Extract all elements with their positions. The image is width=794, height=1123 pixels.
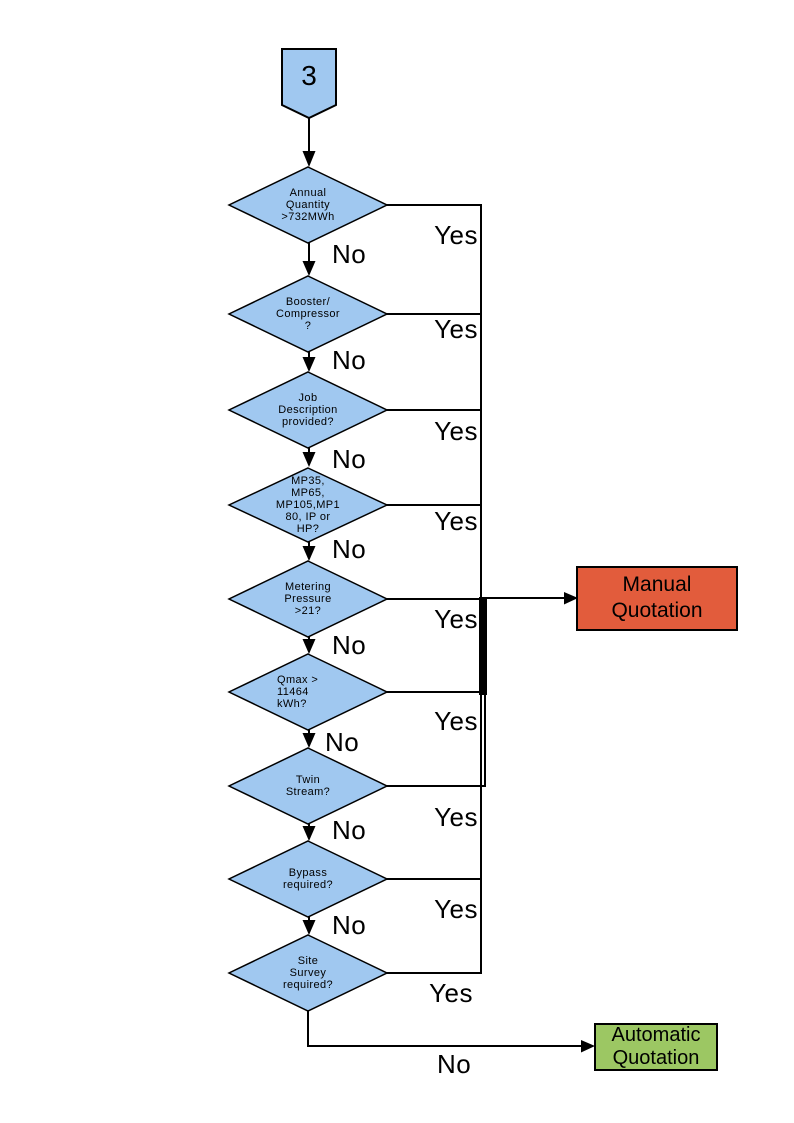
yes-label-2: Yes [434,314,478,344]
decision-label-annual-quantity: Annual Quantity >732MWh [281,187,335,223]
yes-label-5: Yes [434,604,478,634]
arrowhead-no-3 [302,452,316,467]
arrowhead-no-6 [302,733,316,748]
no-label-2: No [332,345,367,375]
arrowhead-no-2 [302,357,316,372]
yes-label-1: Yes [434,220,478,250]
no-label-7: No [332,815,367,845]
arrowhead-no-4 [302,546,316,561]
no-label-final: No [437,1049,472,1079]
manual-quotation-label: Manual Quotation [611,573,703,622]
arrowhead-to-automatic [581,1040,595,1053]
yes-label-4: Yes [434,506,478,536]
decision-label-booster-compressor: Booster/ Compressor ? [276,296,340,332]
no-label-6: No [325,727,360,757]
decision-label-meter-type: MP35, MP65, MP105,MP1 80, IP or HP? [275,475,341,535]
decision-label-job-description: Job Description provided? [278,392,338,428]
offpage-connector-3 [281,48,337,120]
automatic-quotation-label: Automatic Quotation [611,1024,701,1069]
arrowhead-entry [302,151,316,167]
no-label-3: No [332,444,367,474]
yes-label-8: Yes [434,894,478,924]
no-label-8: No [332,910,367,940]
arrowhead-to-manual [564,592,578,605]
manual-quotation-box [576,566,738,631]
decision-label-metering-pressure: Metering Pressure >21? [284,581,332,617]
automatic-quotation-box [594,1023,718,1071]
yes-label-6: Yes [434,706,478,736]
yes-label-3: Yes [434,416,478,446]
no-label-5: No [332,630,367,660]
arrowhead-no-7 [302,826,316,841]
no-label-1: No [332,239,367,269]
offpage-connector-label: 3 [301,60,317,91]
yes-label-9: Yes [429,978,473,1008]
arrowhead-no-1 [302,261,316,276]
arrowhead-no-5 [302,639,316,654]
decision-label-site-survey: Site Survey required? [282,955,334,991]
decision-label-bypass: Bypass required? [282,867,334,891]
decision-label-qmax: Qmax > 11464 kWh? [277,674,319,710]
arrowhead-no-8 [302,920,316,935]
no-label-4: No [332,534,367,564]
yes-label-7: Yes [434,802,478,832]
flow-line-collector-thick-segment [479,597,487,695]
decision-label-twin-stream: Twin Stream? [285,774,331,798]
